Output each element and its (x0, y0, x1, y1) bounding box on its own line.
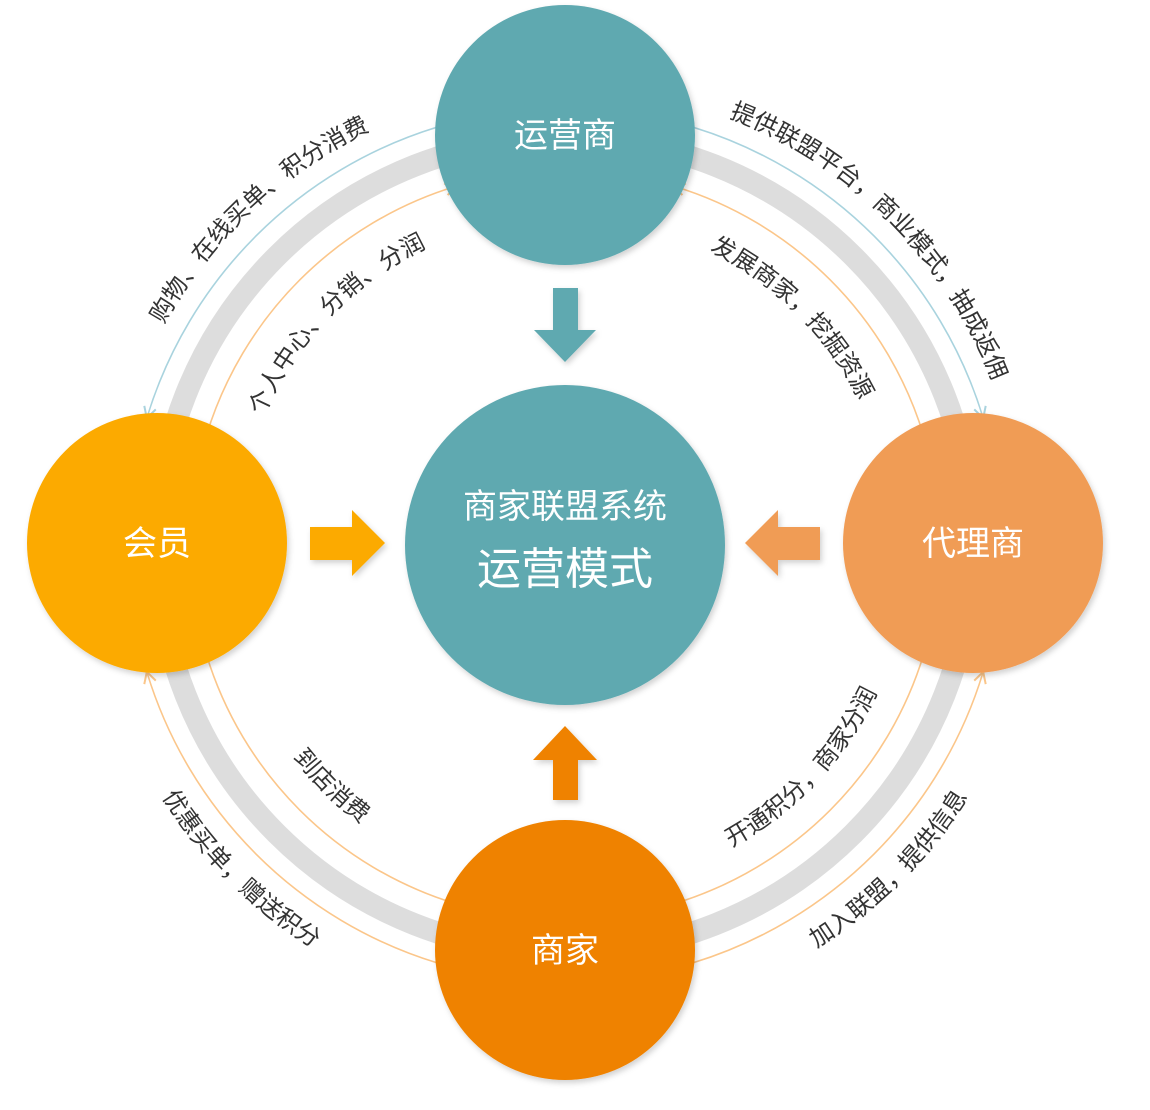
arrow-right-icon (310, 510, 385, 576)
flow-arrow-merchant-to-member (147, 673, 438, 964)
flow-arrow-member-to-operator (205, 186, 455, 436)
flow-label-bottom-left-inner: 到店消费 (288, 743, 375, 829)
center-node: 商家联盟系统 运营模式 (405, 385, 725, 705)
node-merchant-label: 商家 (531, 931, 599, 971)
node-member-label: 会员 (123, 524, 191, 564)
node-operator: 运营商 (435, 5, 695, 265)
node-agent: 代理商 (843, 413, 1103, 673)
node-member: 会员 (27, 413, 287, 673)
node-agent-label: 代理商 (922, 524, 1024, 564)
arrow-down-icon (534, 288, 596, 362)
node-merchant: 商家 (435, 820, 695, 1080)
flow-arrow-agent-to-operator (675, 186, 925, 436)
center-title-line1: 商家联盟系统 (463, 487, 667, 527)
arrow-left-icon (745, 510, 820, 576)
flow-arrow-agent-to-merchant (675, 654, 925, 904)
flow-arrow-merchant-to-agent (692, 673, 983, 964)
node-operator-label: 运营商 (514, 116, 616, 156)
flow-arrow-member-to-merchant (205, 654, 455, 904)
flow-arrow-operator-to-agent (692, 126, 983, 417)
flow-label-top-right-outer: 提供联盟平台，商业模式，抽成返佣 (727, 97, 1013, 383)
flow-arrow-operator-to-member (147, 126, 438, 417)
arrow-up-icon (533, 726, 597, 800)
center-title-line2: 运营模式 (477, 544, 653, 595)
